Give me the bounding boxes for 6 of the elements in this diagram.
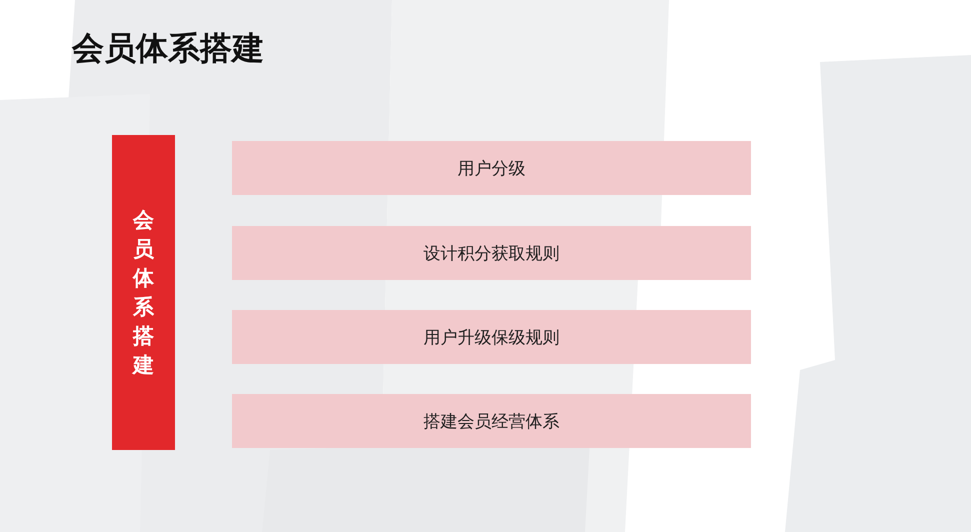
step-box: 用户升级保级规则 <box>232 310 751 364</box>
step-box: 设计积分获取规则 <box>232 226 751 280</box>
step-box: 搭建会员经营体系 <box>232 394 751 448</box>
category-bar: 会员体系搭建 <box>112 135 175 450</box>
title: 会员体系搭建 <box>72 29 264 68</box>
step-box: 用户分级 <box>232 141 751 195</box>
